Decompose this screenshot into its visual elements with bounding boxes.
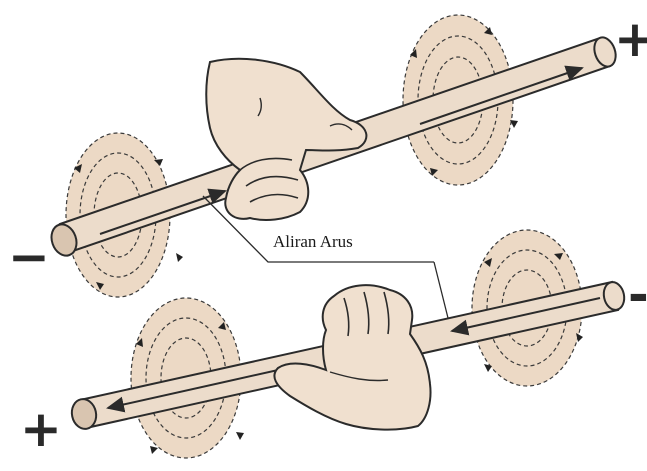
top-left-negative-sign: − (8, 232, 50, 282)
top-right-positive-sign: + (614, 14, 647, 64)
bottom-right-negative-sign: - (628, 270, 647, 320)
top-gripping-hand (206, 59, 366, 220)
current-flow-label: Aliran Arus (271, 232, 355, 252)
bottom-left-positive-sign: + (20, 404, 62, 454)
